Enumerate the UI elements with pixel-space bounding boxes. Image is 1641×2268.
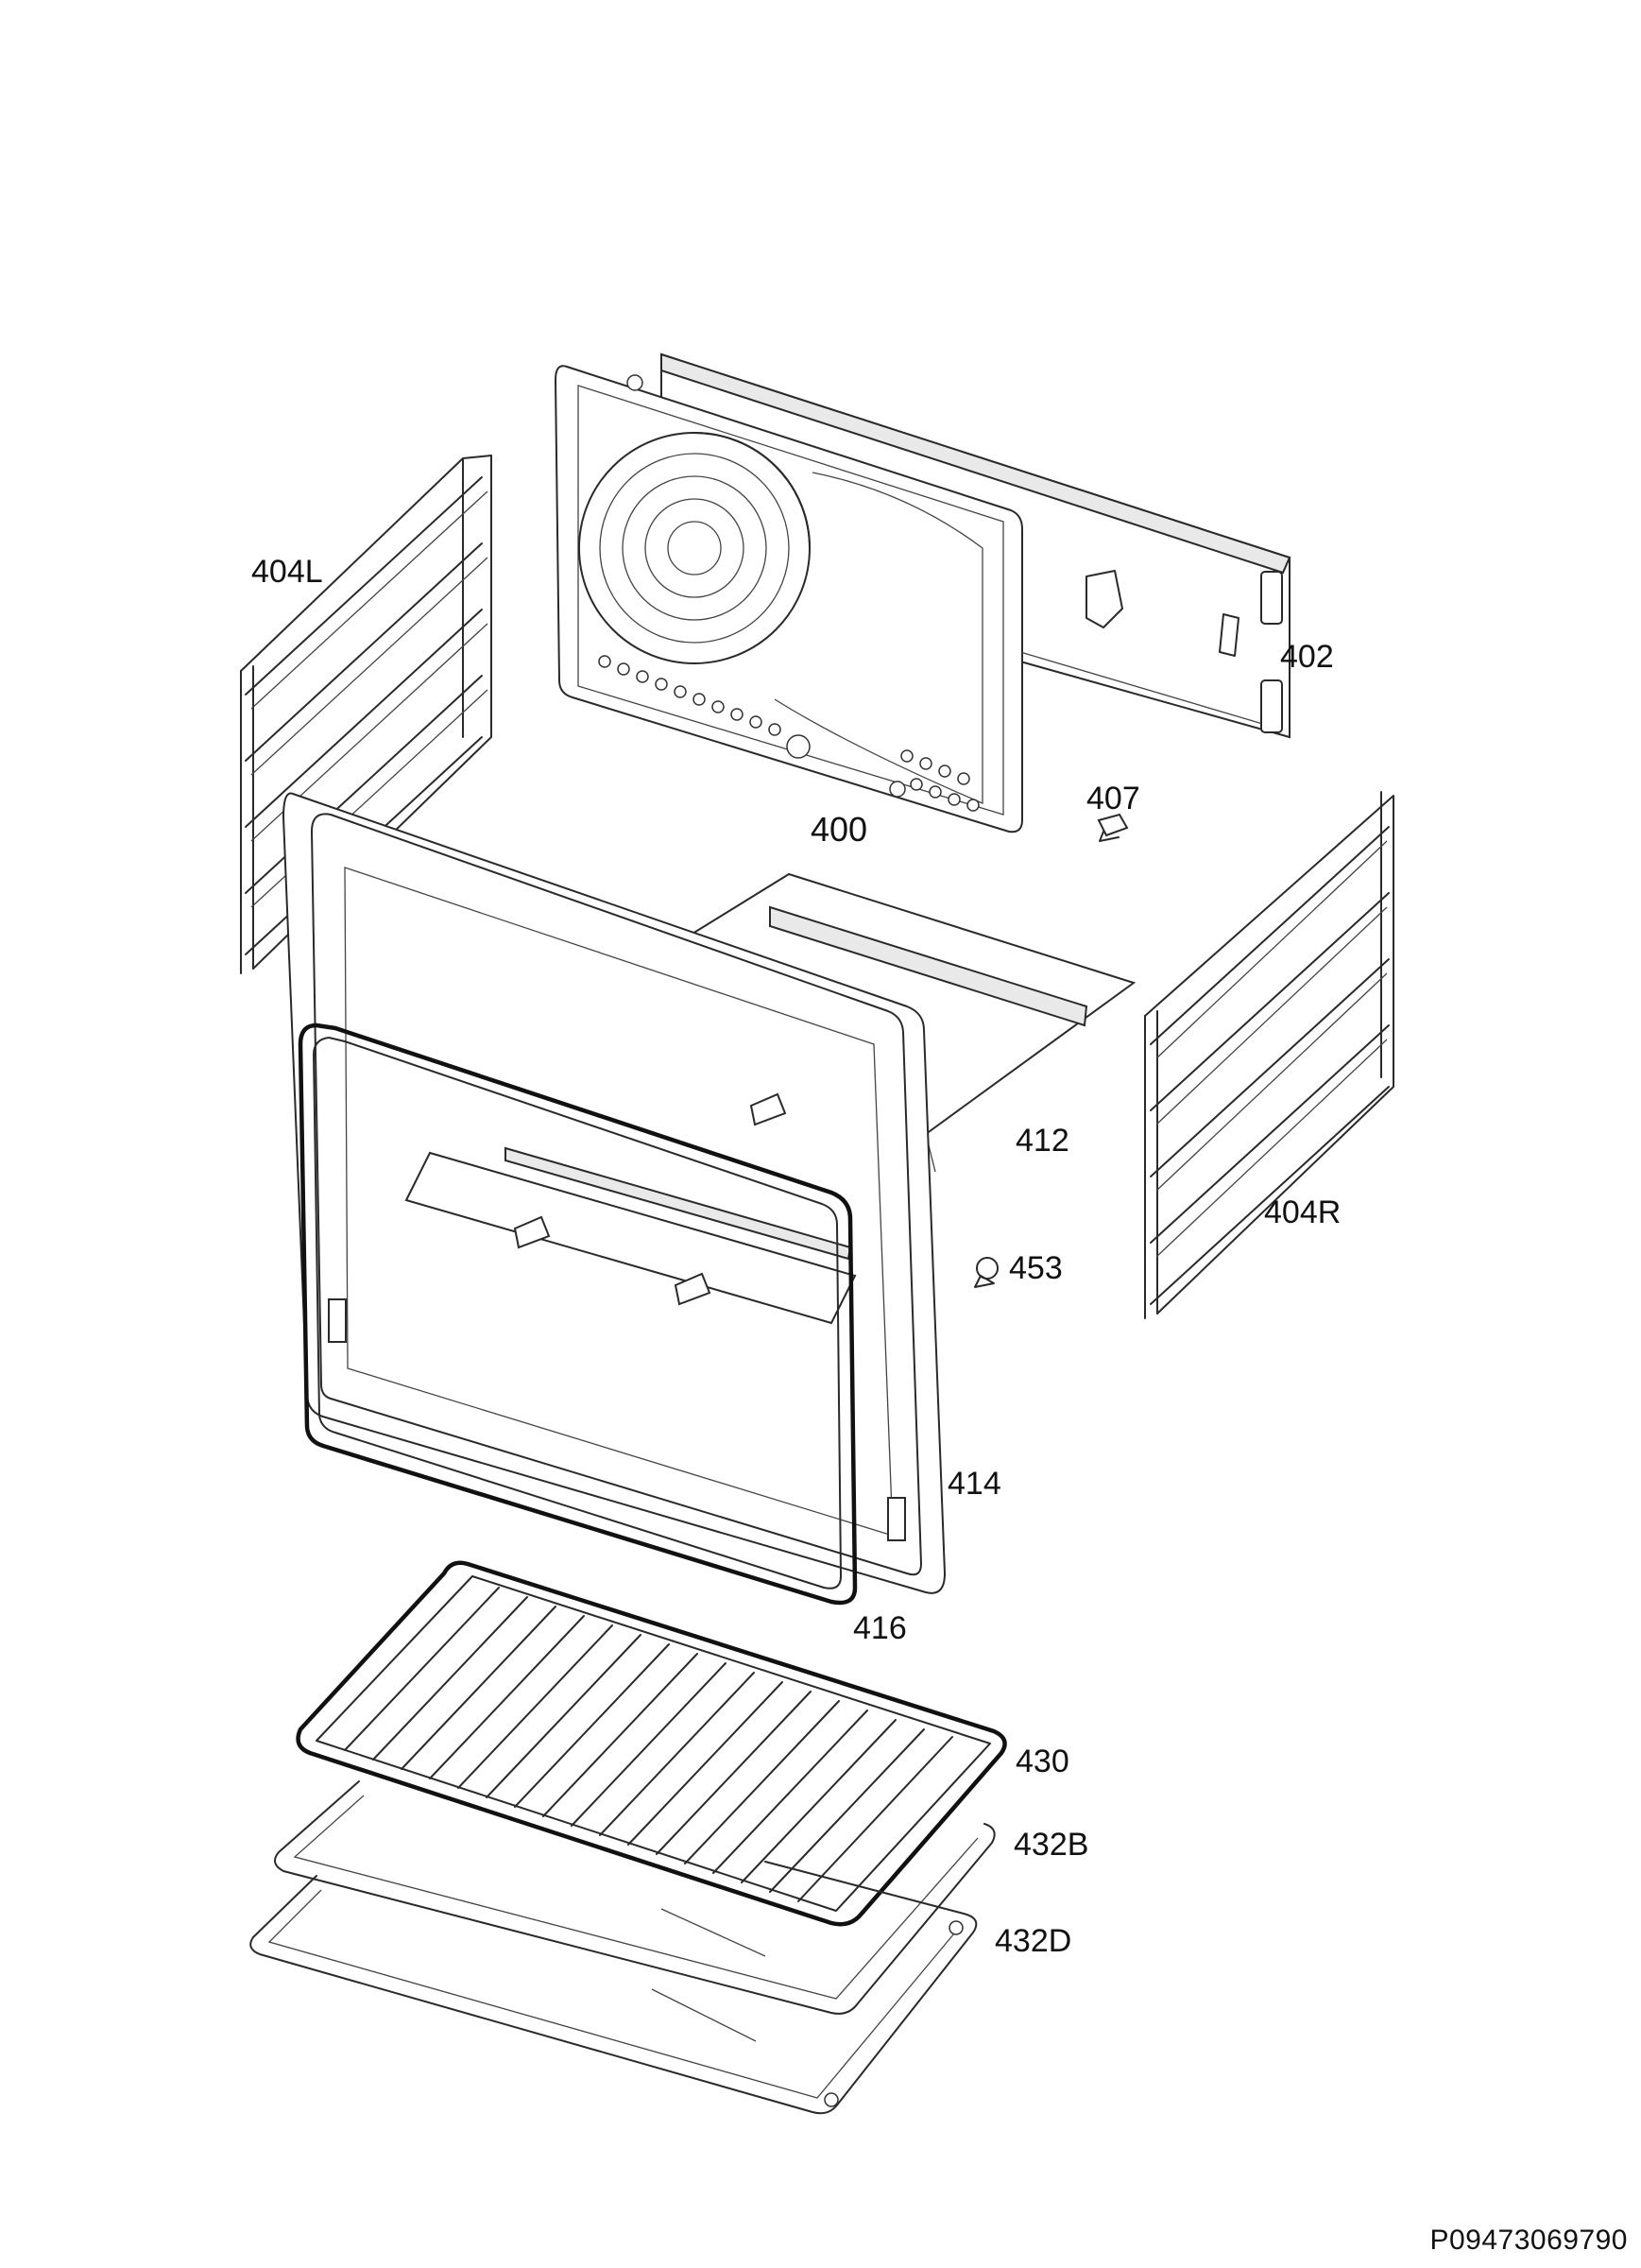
front-frame-414 (282, 792, 947, 1594)
label-416: 416 (853, 1610, 907, 1646)
label-407: 407 (1086, 781, 1140, 816)
screw-453 (974, 1257, 999, 1288)
label-430: 430 (1016, 1744, 1069, 1779)
clip-407 (1097, 813, 1129, 842)
label-432D: 432D (995, 1923, 1072, 1959)
label-404R: 404R (1264, 1194, 1342, 1230)
label-400: 400 (811, 810, 868, 849)
wire-shelf-430 (296, 1560, 1007, 1927)
tray-432D (249, 1861, 978, 2115)
label-404L: 404L (251, 554, 323, 590)
vent-holes (598, 655, 980, 812)
label-414: 414 (948, 1466, 1001, 1502)
label-402: 402 (1280, 639, 1334, 675)
document-code: P09473069790 (1429, 2225, 1628, 2256)
label-453: 453 (1009, 1250, 1063, 1286)
label-432B: 432B (1014, 1827, 1089, 1863)
door-gasket-416 (298, 1022, 858, 1606)
tray-432B (274, 1780, 996, 2015)
back-panel-400 (554, 365, 1023, 833)
shelf-support-right-404R (1144, 791, 1394, 1319)
label-412: 412 (1016, 1123, 1069, 1159)
